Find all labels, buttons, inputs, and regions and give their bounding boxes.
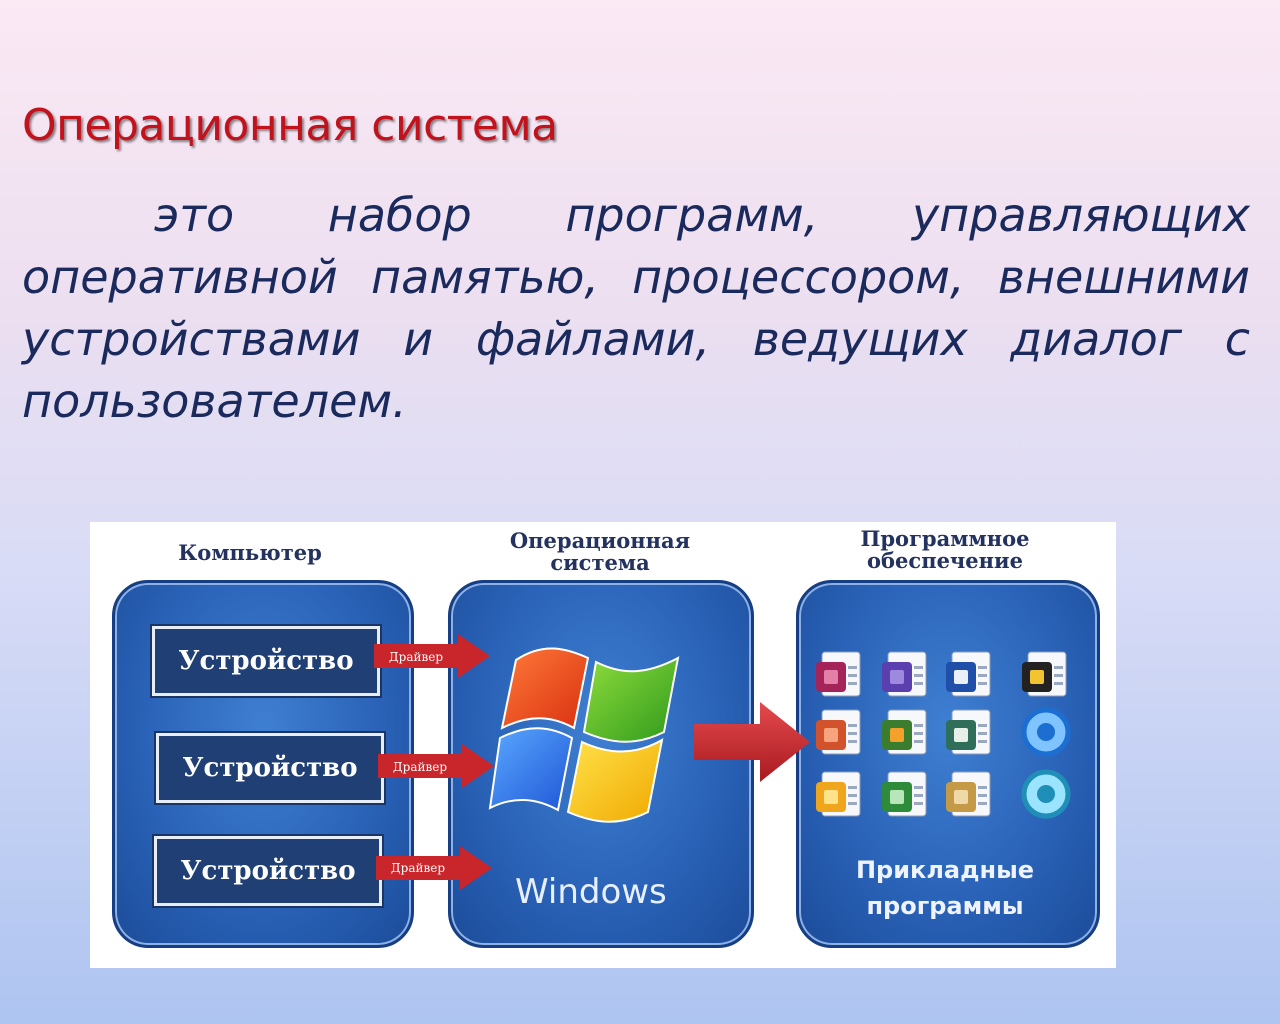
visio-icon: [882, 709, 927, 755]
driver-label-1: Драйвер: [388, 650, 444, 664]
caption-computer: Компьютер: [178, 540, 322, 565]
os-diagram: Компьютер Операционная система Программн…: [90, 522, 1116, 968]
caption-os: Операционная система: [509, 528, 691, 575]
word-icon: [946, 651, 991, 697]
powerpoint-icon: [816, 709, 861, 755]
apps-label: Прикладные программы: [855, 856, 1035, 920]
driver-arrow-3: [376, 846, 492, 890]
device-box-1: Устройство: [152, 626, 380, 696]
access-icon: [816, 651, 861, 697]
internet-explorer-icon: [1021, 707, 1071, 757]
os-name-label: Windows: [515, 872, 667, 912]
driver-label-3: Драйвер: [390, 861, 446, 875]
windows-logo-icon: [488, 647, 680, 823]
driver-arrow-1: [374, 634, 490, 678]
movie-counter-icon: [1022, 651, 1067, 697]
software-panel: [796, 580, 1100, 948]
os-to-software-arrow: [694, 702, 810, 782]
device-box-3: Устройство: [154, 836, 382, 906]
slide-title: Операционная система: [22, 100, 558, 151]
driver-label-2: Драйвер: [392, 760, 448, 774]
device-box-2: Устройство: [156, 733, 384, 803]
publisher-icon: [946, 709, 991, 755]
media-player-icon: [1021, 769, 1071, 819]
driver-arrow-2: [378, 744, 494, 788]
outlook-icon: [816, 771, 861, 817]
caption-software: Программное обеспечение: [860, 526, 1030, 573]
excel-icon: [882, 771, 927, 817]
infopath-icon: [882, 651, 927, 697]
folder-icon: [946, 771, 991, 817]
definition-text: это набор программ, управляющих оператив…: [22, 188, 1250, 428]
